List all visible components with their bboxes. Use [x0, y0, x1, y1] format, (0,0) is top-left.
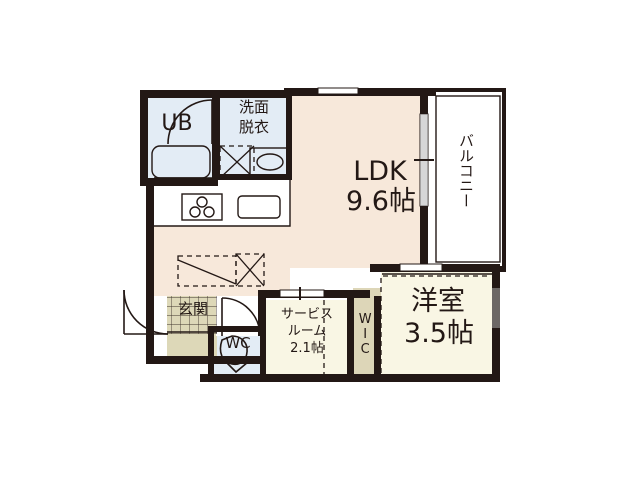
service-room-size-label: 2.1帖	[290, 341, 324, 356]
bedroom-size-label: 3.5帖	[404, 318, 474, 349]
entrance-tile-hatch	[167, 296, 217, 334]
toilet-label: WC	[225, 334, 251, 352]
hall-door-swing	[221, 297, 261, 337]
balcony-label: バルコニー	[457, 132, 475, 208]
wall-entrance-left	[146, 290, 154, 364]
stove-burner-left	[189, 206, 201, 218]
bedroom-floor	[381, 272, 493, 382]
wall-balcony-top	[428, 88, 506, 92]
entrance-label: 玄関	[177, 300, 208, 318]
wall-bottom-outer	[200, 374, 500, 382]
ldk-floor-fill-b	[152, 226, 290, 296]
kitchen-sink-icon	[237, 195, 281, 219]
washroom-label-line2: 脱衣	[238, 118, 269, 136]
wall-wc-left	[208, 326, 214, 382]
upper-storage-diagonal	[177, 259, 237, 285]
upper-storage-icon-2	[235, 253, 265, 287]
vanity-basin-icon	[256, 153, 284, 171]
washroom-floor	[220, 96, 288, 176]
wall-washroom-right	[286, 90, 292, 178]
washing-machine-space-icon	[219, 145, 255, 179]
service-room-label-line2: ルーム	[287, 324, 327, 339]
vanity-cabinet-icon	[249, 147, 291, 177]
x-marks	[177, 145, 265, 287]
wall-balcony-bottom	[428, 266, 506, 272]
wall-ub-washroom	[212, 90, 220, 180]
wall-balcony-right	[502, 88, 506, 272]
unit-bath-floor	[146, 96, 214, 178]
wall-left-upper	[140, 90, 148, 186]
floor-fills	[146, 92, 506, 382]
washroom-label-line1: 洗面	[238, 98, 269, 116]
wall-entrance-bottom	[146, 356, 266, 364]
gas-stove-icon	[181, 193, 223, 221]
upper-storage-x	[235, 253, 265, 287]
balcony-floor	[434, 92, 506, 268]
washing-machine-x	[219, 145, 255, 179]
windows	[279, 87, 500, 328]
wall-bath-bottom	[140, 178, 218, 186]
service-room-label-line1: サービス	[280, 307, 333, 322]
dashed-lines	[177, 145, 490, 380]
toilet-tank-icon	[221, 357, 249, 374]
wall-wic-right	[374, 296, 381, 382]
wall-left-ldk	[146, 184, 154, 298]
stove-burner-right	[203, 206, 215, 218]
stove-burner-rear	[196, 196, 208, 208]
wall-service-right	[347, 296, 354, 382]
kitchen-counter-line	[154, 177, 291, 227]
service-window	[279, 289, 325, 298]
service-room-floor	[264, 300, 350, 382]
wic-label: WIC	[357, 311, 373, 357]
ldk-size-label: 9.6帖	[346, 186, 416, 217]
bedroom-room-label: 洋室	[411, 286, 465, 317]
unit-bath-label: UB	[161, 111, 193, 136]
door-swings	[123, 99, 261, 374]
wall-entrance-right	[258, 290, 266, 336]
bedroom-window-right	[492, 288, 500, 328]
wall-wc-right	[260, 326, 266, 382]
bedroom-window-top	[399, 263, 443, 272]
unit-bath-door-swing	[167, 99, 213, 145]
balcony-inner-line	[435, 95, 501, 263]
toilet-bowl-icon	[219, 335, 248, 366]
ldk-top-window	[317, 87, 359, 95]
wall-wc-top	[208, 326, 266, 332]
wall-ldk-top	[284, 88, 436, 96]
ldk-room-label: LDK	[353, 156, 407, 187]
